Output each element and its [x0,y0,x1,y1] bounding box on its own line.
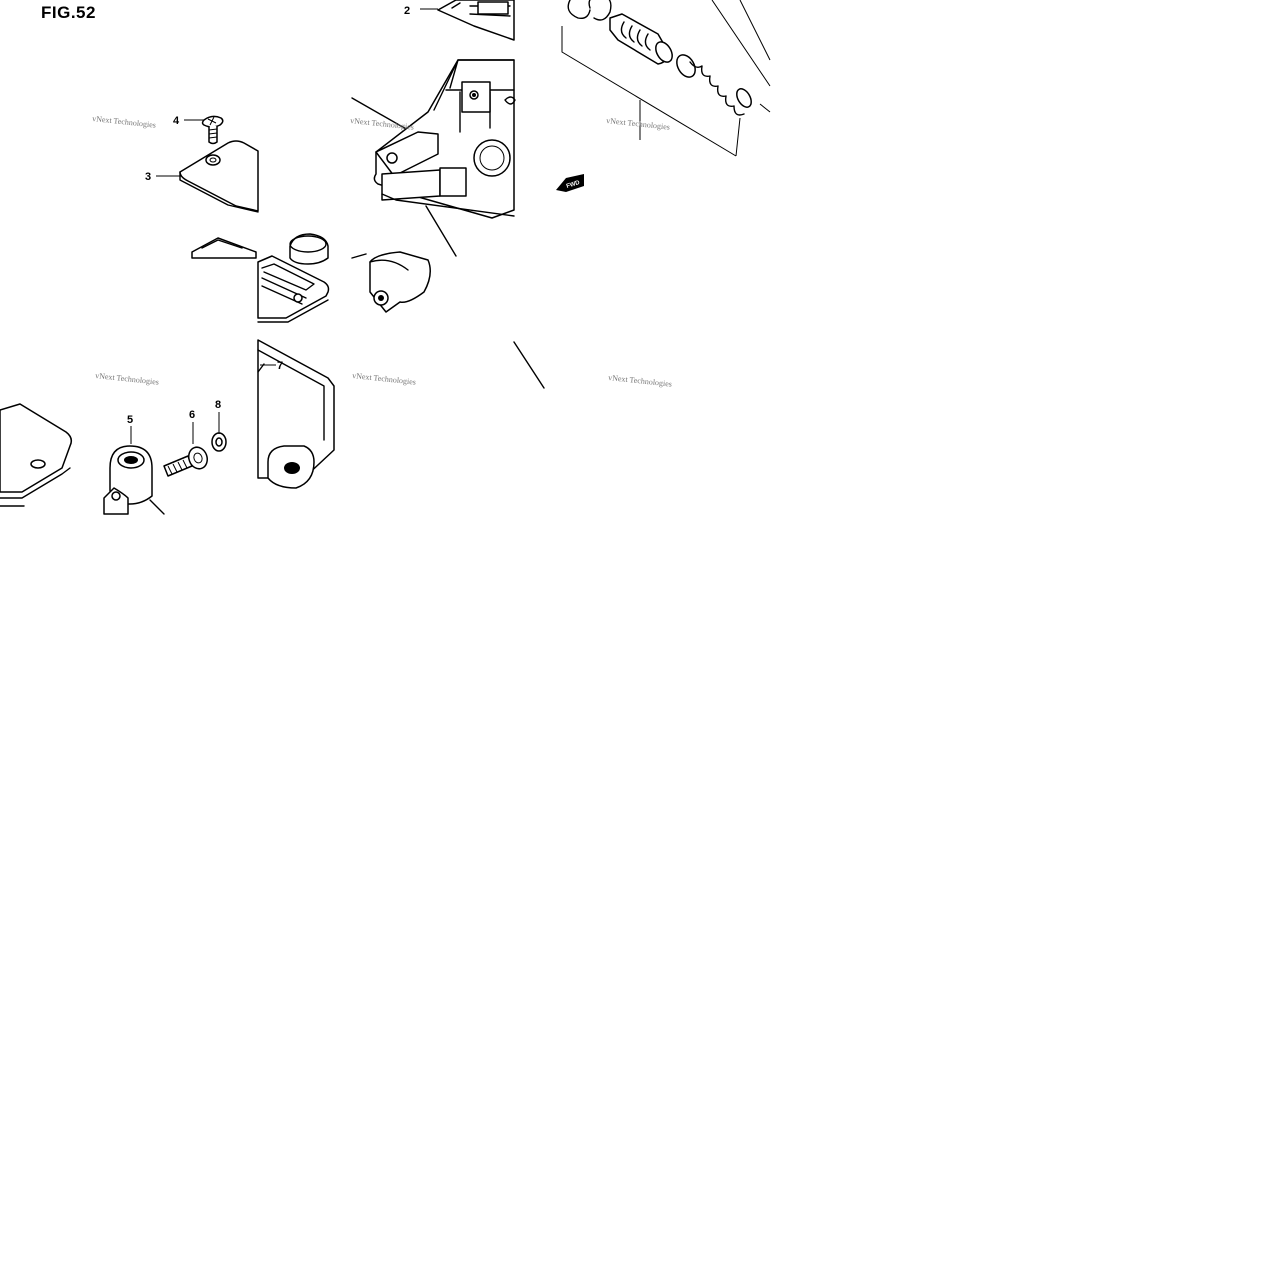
callout-7: 7 [277,360,283,372]
piston [609,13,673,65]
watermark-text: vNext Technologies [608,373,673,389]
diaphragm-plate [191,237,257,259]
reservoir-cap [179,140,259,213]
callout-frame-piston [561,0,771,157]
cylinder-body-lower [257,339,545,489]
reservoir-diaphragm [257,255,330,323]
leader-lines [130,8,438,444]
callout-3: 3 [145,171,151,183]
watermark-text: vNext Technologies [352,371,417,387]
watermark-text: vNext Technologies [606,116,671,132]
callout-5: 5 [127,414,133,426]
reservoir-cover [0,403,73,507]
front-arrow-icon: FWD [556,174,584,192]
piston-bushing [289,233,329,265]
reservoir-cap-screw [201,115,224,145]
watermark-text: vNext Technologies [95,371,160,387]
diaphragm-top [437,0,515,41]
handlebar-clamp-half [351,251,431,313]
watermark-text: vNext Technologies [92,114,157,130]
figure-title: FIG.52 [41,3,96,22]
handlebar-clamp [103,445,165,515]
clamp-bolt [163,446,209,477]
callout-4: 4 [173,115,180,127]
circlip [567,0,612,21]
clamp-washer [211,432,227,452]
return-spring [676,54,752,116]
fwd-label: FWD [566,180,581,190]
callout-2: 2 [404,5,410,17]
callout-6: 6 [189,409,195,421]
master-cylinder-body [351,59,516,257]
callout-8: 8 [215,399,221,411]
watermark-text: vNext Technologies [350,116,415,132]
